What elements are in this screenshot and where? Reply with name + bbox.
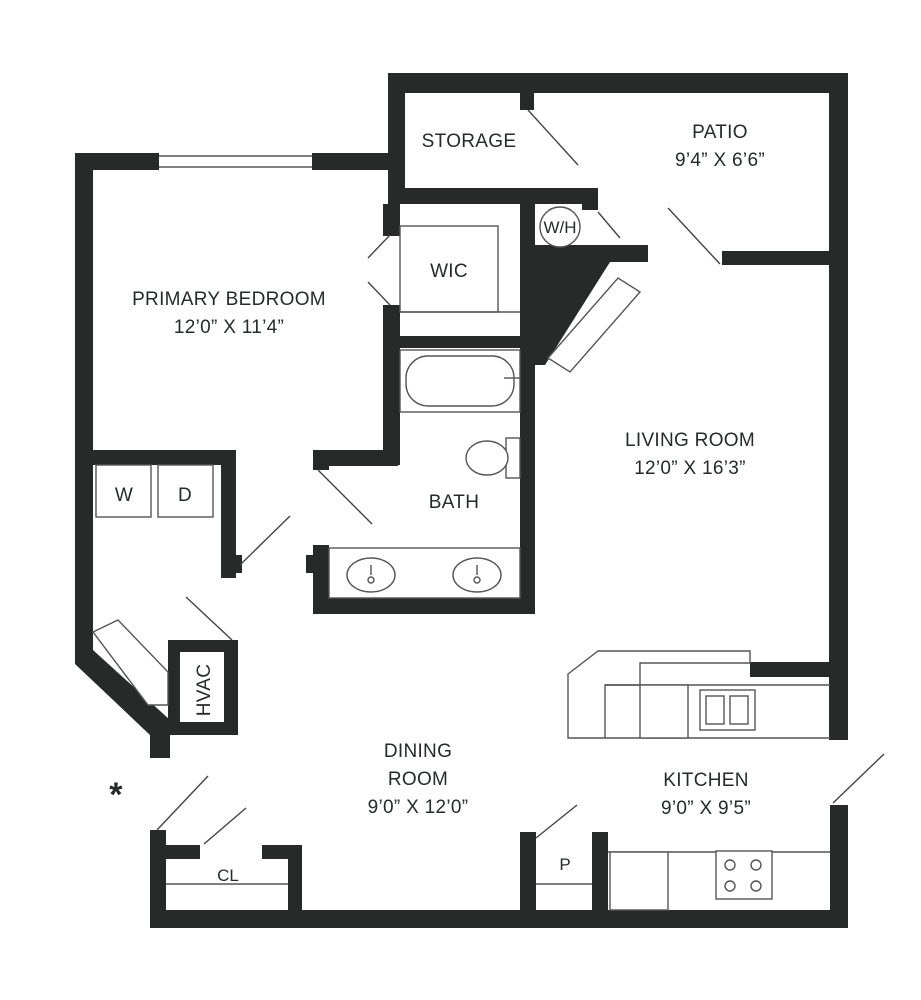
- fireplace: [546, 277, 642, 373]
- hvac-platform: [91, 619, 169, 706]
- water-heater-label: W/H: [543, 218, 576, 237]
- patio-label: PATIO: [692, 122, 748, 143]
- hvac-label: HVAC: [194, 664, 215, 717]
- door-pantry: [535, 804, 578, 839]
- door-patio: [667, 207, 721, 265]
- patio-dims: 9’4” X 6’6”: [675, 150, 765, 171]
- wic-label: WIC: [430, 261, 468, 282]
- door-laundry: [239, 515, 291, 566]
- kitchen-dims: 9’0” X 9’5”: [661, 798, 751, 819]
- dining-room-label-line2: ROOM: [388, 769, 448, 790]
- dining-room-label: DINING: [384, 741, 452, 762]
- washer-dryer: [95, 464, 214, 518]
- closet-label: CL: [217, 866, 239, 885]
- kitchen-label: KITCHEN: [663, 770, 749, 791]
- bedroom-label: PRIMARY BEDROOM: [132, 289, 326, 310]
- bath-label: BATH: [429, 492, 479, 513]
- doors: [156, 109, 885, 845]
- kitchen-counter: [567, 650, 830, 739]
- washer-label: W: [115, 485, 133, 506]
- dryer-label: D: [178, 485, 192, 506]
- storage-label: STORAGE: [422, 131, 517, 152]
- living-room-dims: 12’0” X 16’3”: [634, 458, 746, 479]
- living-room-label: LIVING ROOM: [625, 430, 755, 451]
- door-cl-left: [156, 775, 209, 831]
- door-wic-top: [367, 234, 391, 259]
- dining-room-dims: 9’0” X 12’0”: [368, 797, 469, 818]
- window-bedroom: [159, 155, 312, 168]
- toilet: [465, 437, 521, 479]
- door-bath: [317, 469, 373, 525]
- walls: [75, 73, 848, 928]
- door-kitchen-exit: [832, 753, 885, 804]
- entry-marker: *: [109, 776, 123, 814]
- door-hvac: [185, 596, 233, 641]
- bathtub: [399, 349, 521, 413]
- bedroom-dims: 12’0” X 11’4”: [174, 317, 284, 338]
- vanity: [328, 547, 521, 599]
- water-heater: [539, 206, 581, 248]
- door-storage: [527, 109, 579, 166]
- pantry-label: P: [559, 855, 570, 874]
- door-cl-right: [203, 807, 247, 845]
- kitchen-range: [608, 850, 830, 911]
- door-wh: [597, 211, 621, 239]
- door-wic-bottom: [367, 281, 391, 306]
